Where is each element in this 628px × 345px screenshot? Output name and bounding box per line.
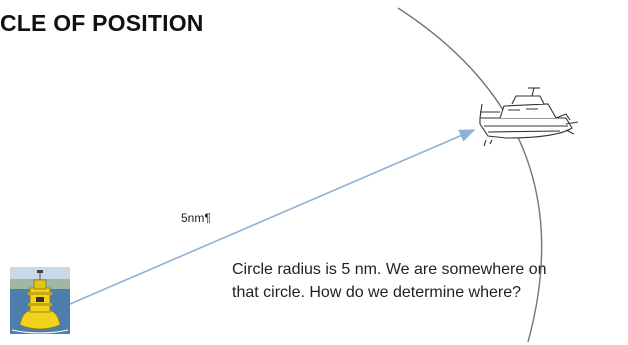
caption-text: Circle radius is 5 nm. We are somewhere … (232, 258, 624, 304)
distance-label: 5nm¶ (181, 211, 211, 225)
caption-line-1: Circle radius is 5 nm. We are somewhere … (232, 261, 547, 278)
radius-arrow (69, 129, 476, 305)
caption-line-2: that circle. How do we determine where? (232, 284, 522, 301)
boat-icon (479, 87, 579, 147)
circle-of-position-arc (397, 7, 543, 343)
buoy-photo (10, 267, 70, 334)
slide-title: CLE OF POSITION (0, 10, 204, 36)
